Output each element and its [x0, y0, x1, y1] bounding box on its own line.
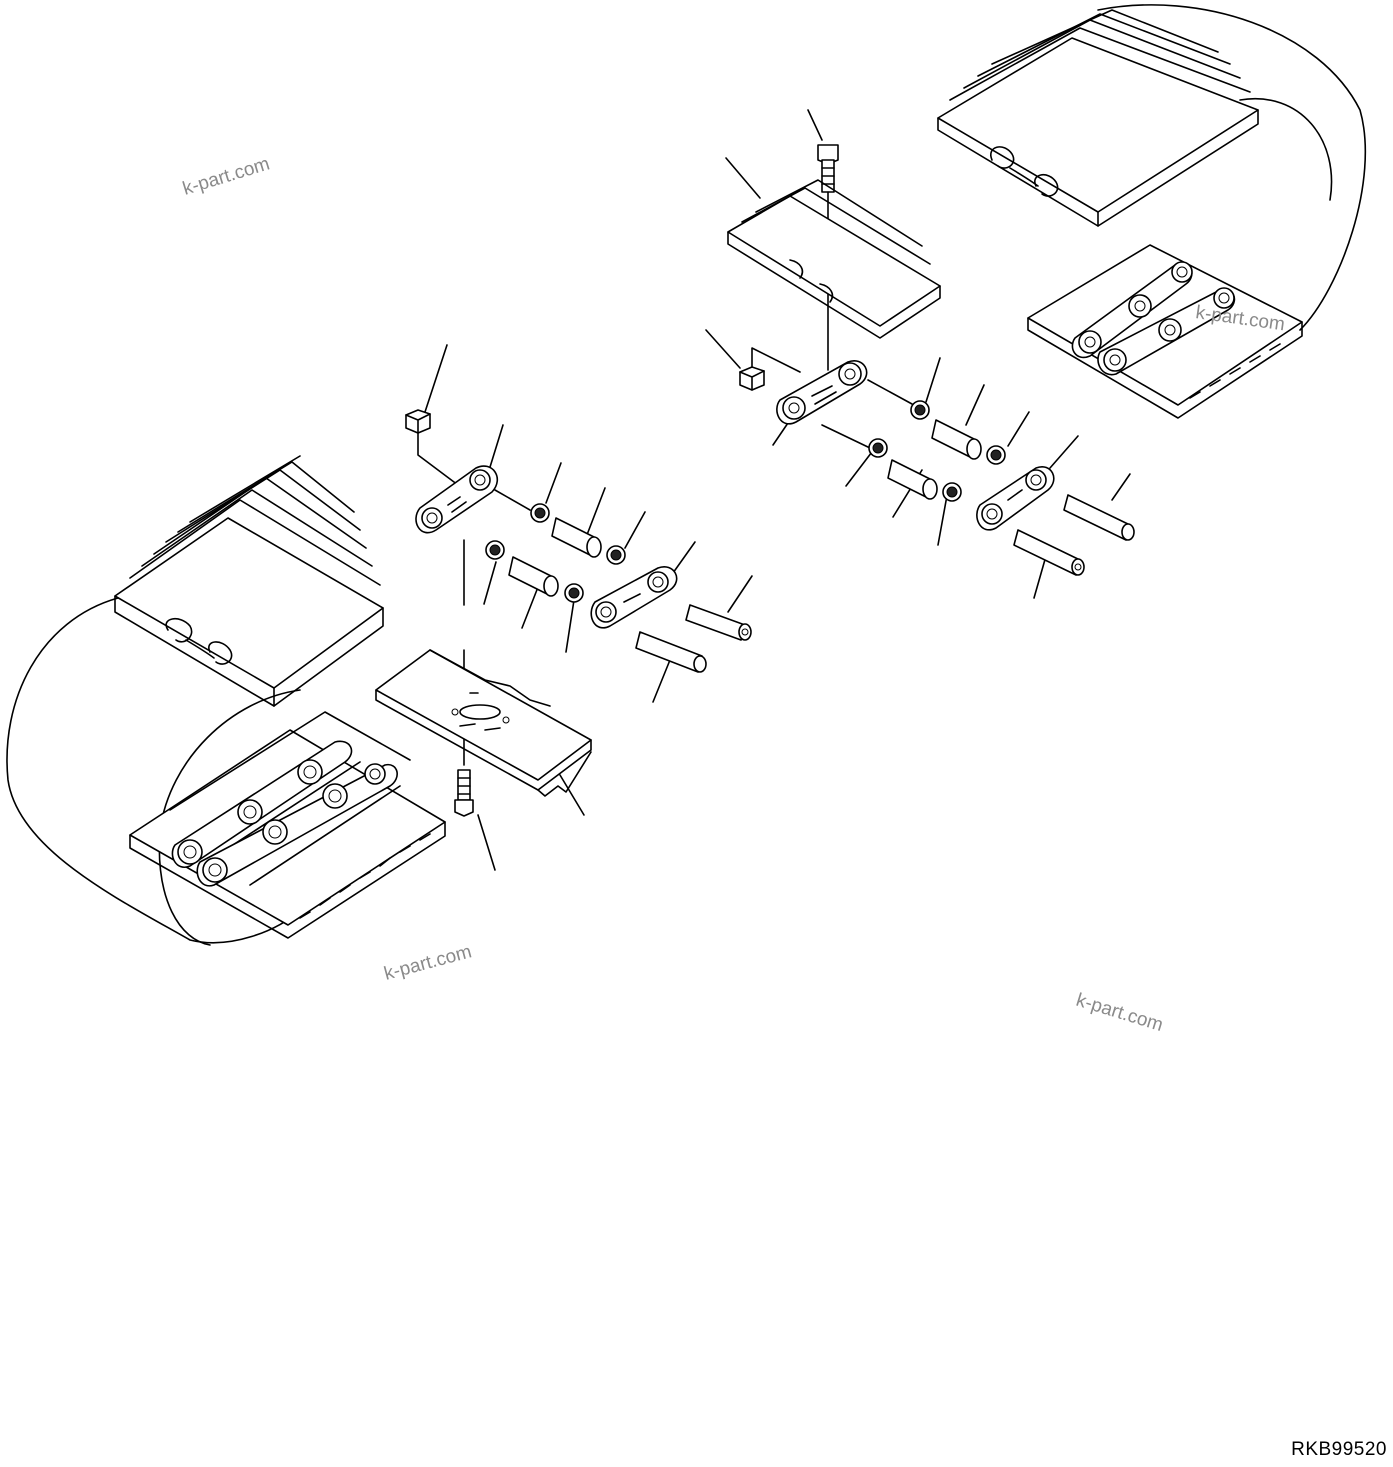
upper-track-shoe — [727, 179, 941, 339]
right-track-links — [1027, 244, 1303, 419]
left-track-links — [129, 711, 446, 939]
right-track-assembly — [937, 4, 1367, 419]
pin — [1063, 494, 1135, 541]
pin — [685, 604, 752, 641]
shoe-bolt — [454, 769, 474, 817]
right-exploded-parts — [705, 109, 1135, 599]
watermark: k-part.com — [382, 941, 474, 985]
left-shoe-hooks — [165, 618, 233, 665]
master-link-lower — [590, 566, 678, 629]
master-link-right-a — [776, 360, 868, 425]
upper-shoe-bolt — [817, 144, 839, 193]
right-shoe-hooks — [990, 146, 1059, 197]
bushing — [931, 419, 982, 460]
pin — [1013, 529, 1085, 576]
watermark: k-part.com — [1074, 990, 1166, 1036]
bushing — [508, 556, 559, 597]
master-link-upper — [415, 465, 499, 534]
left-grouser-shoes — [114, 455, 384, 707]
drawing-code: RKB99520 — [1291, 1439, 1387, 1460]
left-exploded-parts — [375, 344, 753, 871]
pin — [635, 631, 707, 673]
master-link-right-b — [976, 466, 1055, 531]
bushing — [887, 459, 938, 500]
right-grouser-shoes — [937, 9, 1259, 227]
watermark: k-part.com — [180, 153, 272, 199]
track-shoe — [375, 649, 592, 797]
left-track-assembly — [6, 455, 446, 946]
bushing — [551, 517, 602, 558]
